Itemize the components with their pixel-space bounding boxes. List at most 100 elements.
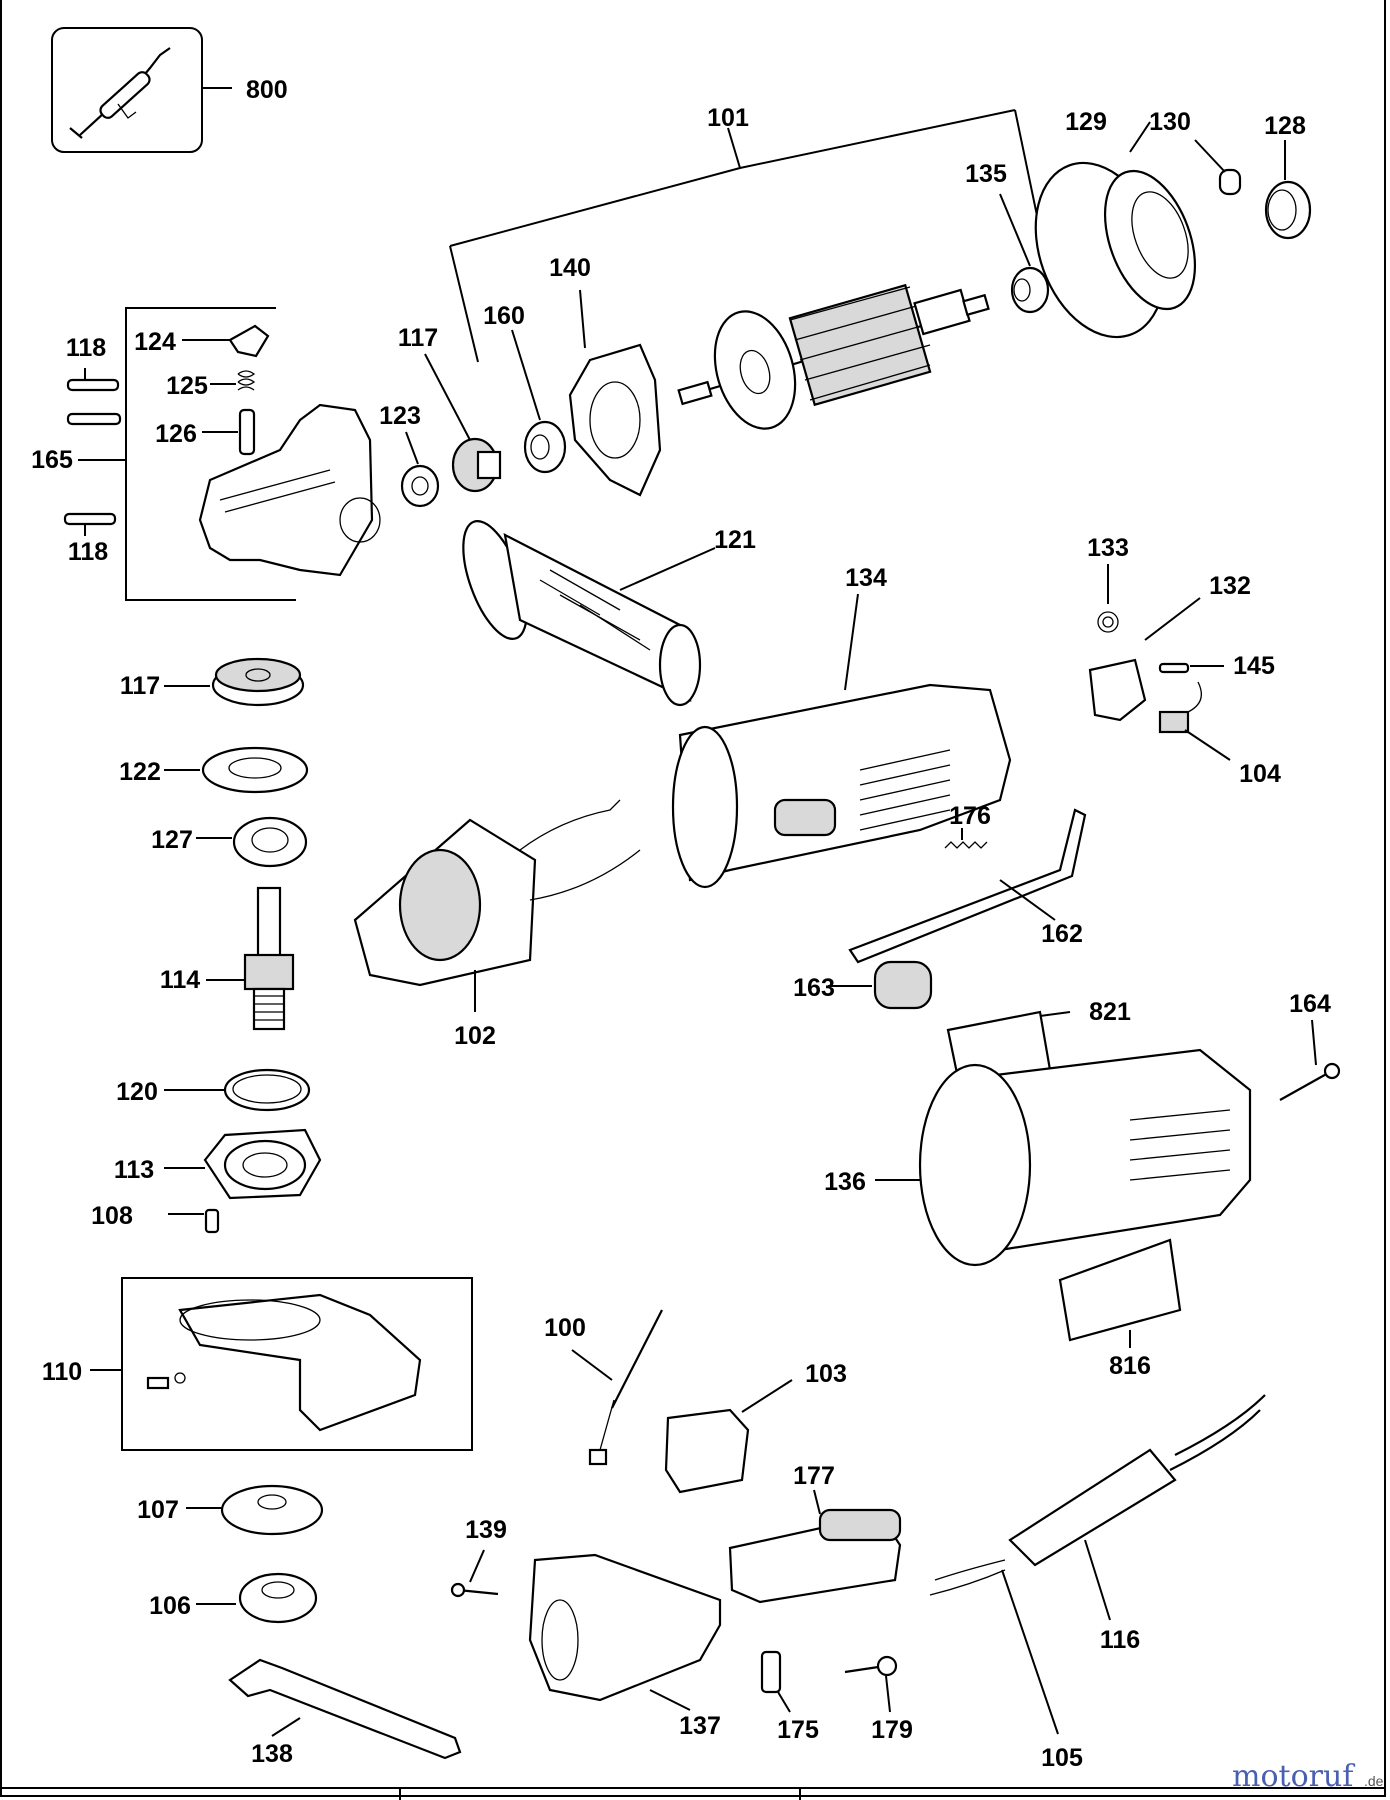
part-122-bearing-plate [164,746,309,794]
part-106-lock-nut [196,1572,318,1624]
part-label-140: 140 [549,254,591,282]
watermark-suffix: .de [1364,1773,1384,1789]
part-128-bearing-ring [1264,140,1312,240]
part-label-124: 124 [134,328,176,356]
part-label-129: 129 [1065,108,1107,136]
part-101-armature-bracket [449,109,1041,363]
part-114-spindle [206,886,295,1031]
part-139-screw [450,1549,499,1598]
part-113-bearing-cover [164,1128,322,1200]
part-label-101: 101 [707,104,749,132]
part-179-screw [844,1655,898,1713]
part-label-100: 100 [544,1314,586,1342]
part-label-120: 120 [116,1078,158,1106]
part-label-130: 130 [1149,108,1191,136]
part-121-side-handle [462,520,716,707]
part-label-137: 137 [679,1712,721,1740]
part-label-118: 118 [68,538,108,566]
part-118-screw-bottom [63,512,117,536]
part-160-bearing [511,329,567,474]
part-107-flange [186,1484,324,1536]
part-164-screw [1279,1019,1341,1101]
part-133-brush-spring [1097,564,1119,633]
part-label-179: 179 [871,1716,913,1744]
part-label-134: 134 [845,564,887,592]
part-label-175: 175 [777,1716,819,1744]
part-label-110: 110 [42,1358,82,1386]
part-176-spring [944,828,988,849]
part-123-nut [400,431,440,508]
part-label-102: 102 [454,1022,496,1050]
part-125-spring [210,370,256,391]
part-104-carbon-brush [1158,681,1231,761]
part-label-118: 118 [66,334,106,362]
part-118-screw-top [66,368,120,392]
part-label-121: 121 [714,526,756,554]
part-117-pinion [424,353,502,493]
part-label-160: 160 [483,302,525,330]
part-label-821: 821 [1089,998,1131,1026]
part-135-bearing [999,193,1050,314]
part-label-106: 106 [149,1592,191,1620]
part-label-163: 163 [793,974,835,1002]
part-label-816: 816 [1109,1352,1151,1380]
part-label-162: 162 [1041,920,1083,948]
part-105-cord-wires [929,1559,1059,1735]
part-label-113: 113 [114,1156,154,1184]
part-129-bearing-housing [1034,121,1197,339]
part-label-135: 135 [965,160,1007,188]
part-138-spanner [228,1658,462,1760]
part-108-screw [168,1208,220,1234]
part-label-117: 117 [120,672,160,700]
part-137-switch-housing [528,1553,722,1711]
part-label-114: 114 [160,966,200,994]
part-140-baffle [568,289,662,497]
part-100-cable-tie [571,1309,663,1466]
part-label-145: 145 [1233,652,1275,680]
part-label-104: 104 [1239,760,1281,788]
part-126-spindle-lock-pin [202,408,256,456]
part-816-label [1058,1238,1182,1348]
part-label-123: 123 [379,402,421,430]
part-145-screw [1158,662,1224,674]
part-165-screw [66,412,122,426]
part-label-177: 177 [793,1462,835,1490]
part-117-bevel-gear [164,657,305,707]
part-136-housing-shell [875,1048,1252,1267]
part-127-bearing [196,816,308,868]
part-800-brush-tool [51,27,232,153]
part-label-127: 127 [151,826,193,854]
part-labels: 800 101 129 130 128 135 140 160 117 118 … [31,76,1331,1772]
watermark: motoruf .de [1232,1759,1384,1794]
part-label-105: 105 [1041,1744,1083,1772]
part-175-clip [760,1650,791,1713]
part-label-136: 136 [824,1168,866,1196]
part-label-800: 800 [246,76,288,104]
part-label-117: 117 [398,324,438,352]
part-label-133: 133 [1087,534,1129,562]
part-label-132: 132 [1209,572,1251,600]
part-163-switch-button [828,960,933,1010]
part-177-speed-control [728,1489,902,1604]
part-116-cord-protector [1008,1394,1266,1621]
part-label-138: 138 [251,1740,293,1768]
part-165-gear-case-group [78,307,381,601]
watermark-brand: motoruf [1232,1759,1355,1794]
part-label-139: 139 [465,1516,507,1544]
part-120-seal-ring [164,1068,311,1112]
part-label-128: 128 [1264,112,1306,140]
part-label-103: 103 [805,1360,847,1388]
part-103-suppressor [664,1379,793,1494]
part-label-176: 176 [949,802,991,830]
part-label-107: 107 [137,1496,179,1524]
part-label-165: 165 [31,446,73,474]
part-label-116: 116 [1100,1626,1140,1654]
part-134-motor-housing [671,593,1012,889]
part-130-key [1194,139,1242,196]
part-label-126: 126 [155,420,197,448]
part-label-108: 108 [91,1202,133,1230]
part-162-switch-rod [848,808,1087,964]
part-124-clip [182,324,270,358]
part-label-122: 122 [119,758,161,786]
